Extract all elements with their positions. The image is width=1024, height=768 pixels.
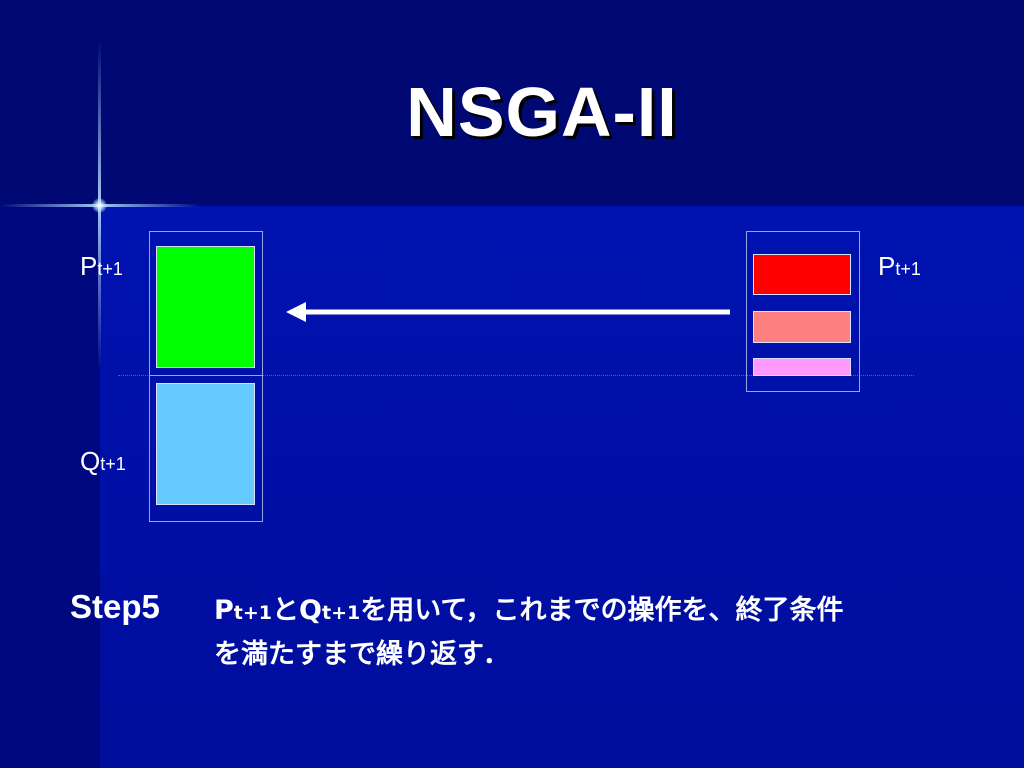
p-t1-block (156, 246, 255, 368)
left-band-background (0, 206, 100, 768)
step-p-sub: t+1 (233, 602, 273, 624)
step-and: と (272, 595, 300, 626)
left-p-label: Pt+1 (80, 251, 123, 282)
right-block-rank2 (753, 311, 851, 343)
left-p-label-sub: t+1 (97, 259, 123, 279)
right-frame (746, 231, 860, 392)
left-q-label-main: Q (80, 446, 101, 476)
left-q-label: Qt+1 (80, 446, 126, 477)
right-p-label-sub: t+1 (895, 259, 921, 279)
sparkle-star-icon (92, 198, 107, 213)
step-q-sub: t+1 (321, 602, 361, 624)
step-rest-line1: を用いて，これまでの操作を、終了条件 (360, 595, 844, 626)
right-p-label: Pt+1 (878, 251, 921, 282)
step-q-main: Q (299, 595, 322, 626)
step-description-line1: Pt+1とQt+1を用いて，これまでの操作を、終了条件 (214, 590, 974, 634)
step-description: Pt+1とQt+1を用いて，これまでの操作を、終了条件 を満たすまで繰り返す． (214, 590, 974, 676)
slide-title: NSGA-II (406, 73, 678, 151)
q-t1-block (156, 383, 255, 505)
right-block-rank3 (753, 358, 851, 376)
step-description-line2: を満たすまで繰り返す． (214, 639, 510, 670)
right-block-rank1 (753, 254, 851, 295)
left-bottom-frame (149, 375, 263, 522)
left-p-label-main: P (80, 251, 98, 281)
step-label: Step5 (70, 588, 160, 625)
step-p-main: P (214, 595, 234, 626)
header-background (0, 0, 1024, 206)
right-p-label-main: P (878, 251, 896, 281)
left-arrow-icon (286, 302, 730, 322)
dotted-divider (118, 375, 914, 376)
left-q-label-sub: t+1 (100, 454, 126, 474)
